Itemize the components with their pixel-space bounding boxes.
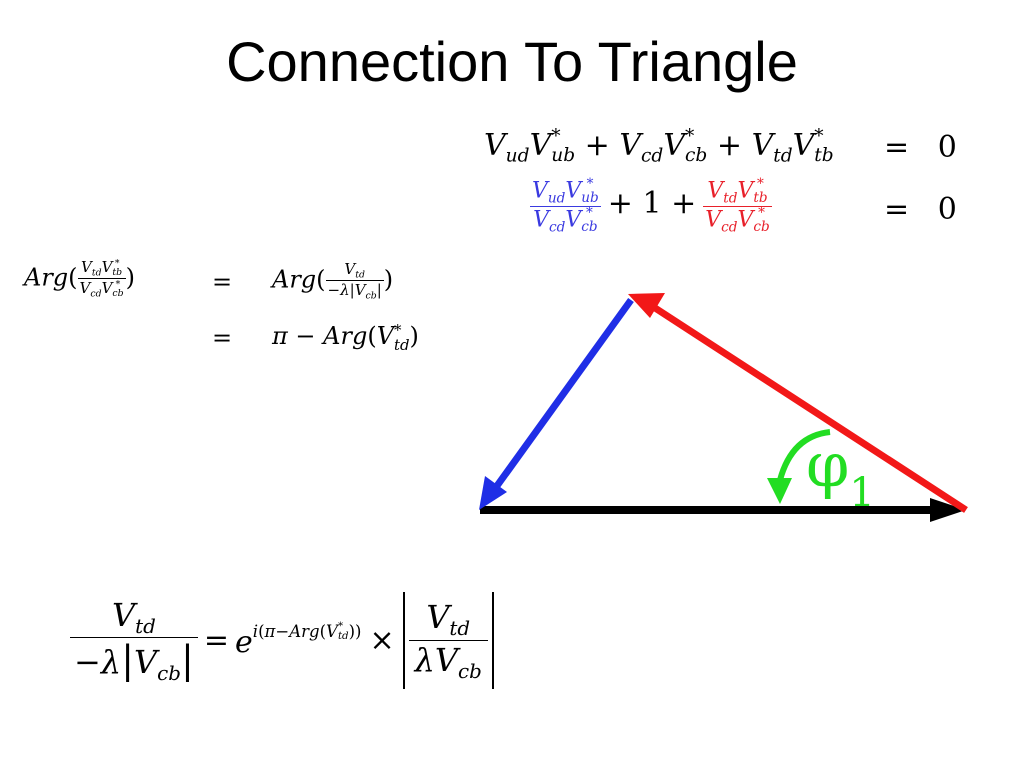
normalized-unitarity-equals: = 0 [884,192,957,227]
arg-equation-rhs-1: Arg(Vtd−λ|Vcb|) [272,260,394,302]
arg-equals-2: = [212,324,233,352]
base-side-arrow [480,498,966,522]
slide-title: Connection To Triangle [226,30,798,93]
blue-side-arrow [479,297,634,510]
angle-arc-arrow [767,429,831,504]
angle-subscript: 1 [849,470,875,516]
unitarity-equals: = 0 [884,130,957,165]
arg-equation-rhs-2: π − Arg(V*td) [272,320,419,354]
unitarity-equation: VudV*ub + VcdV*cb + VtdV*tb [484,126,834,167]
magnitude-fraction: Vtd λVcb [402,592,494,689]
lhs-fraction: Vtd −λ|Vcb| [70,596,198,685]
phase-decomposition-equation: Vtd −λ|Vcb| = ei(π−Arg(V*td)) × Vtd λVcb [70,592,494,689]
angle-label: φ1 [806,430,875,528]
angle-phi-symbol: φ [806,428,850,501]
red-side-arrow [628,293,968,513]
arg-equals-1: = [212,268,233,296]
